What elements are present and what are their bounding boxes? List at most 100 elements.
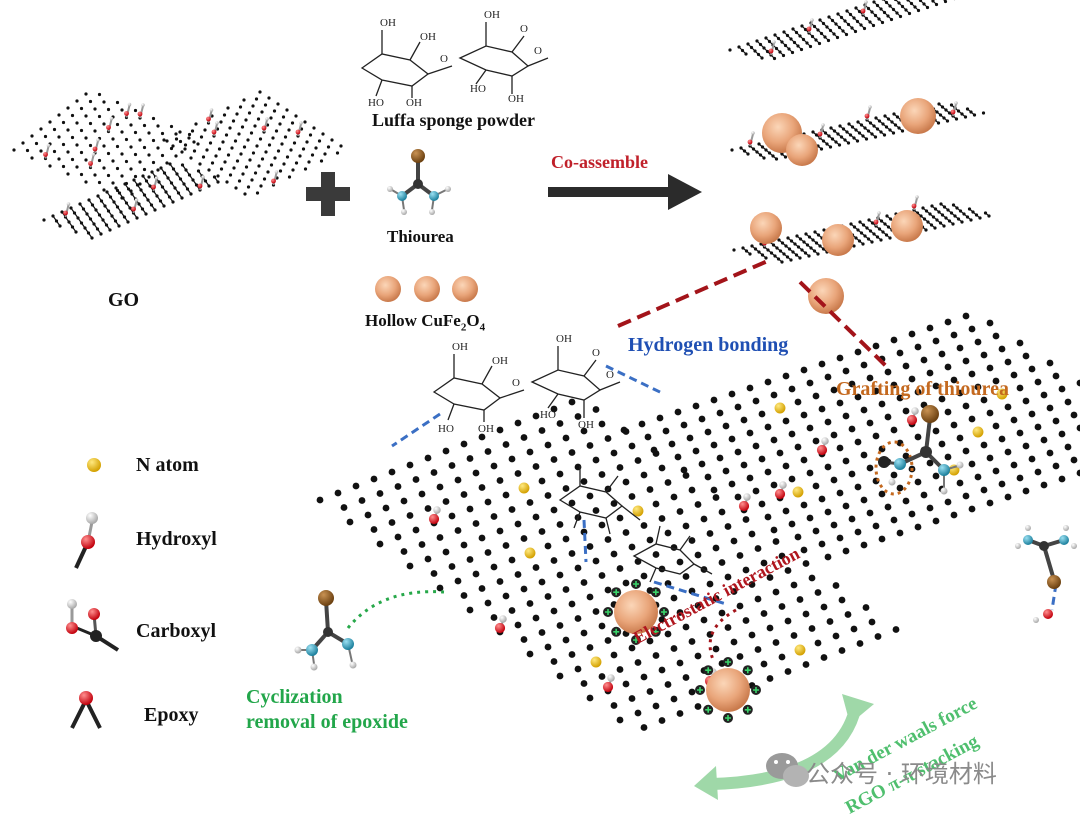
carbon-atom bbox=[951, 332, 958, 339]
carbon-atom bbox=[671, 696, 678, 703]
hydrogen-atom bbox=[864, 0, 868, 4]
carbon-atom bbox=[999, 436, 1006, 443]
carbon-atom bbox=[1077, 425, 1080, 432]
carbon-atom bbox=[795, 399, 802, 406]
carbon-atom bbox=[779, 654, 786, 661]
carbon-atom bbox=[717, 410, 724, 417]
carbon-atom bbox=[180, 150, 183, 153]
carbon-atom bbox=[111, 159, 114, 162]
watermark: 公众号 · 环境材料 bbox=[806, 754, 997, 789]
carbon-atom bbox=[969, 110, 972, 113]
carbon-atom bbox=[739, 146, 742, 149]
carbon-atom bbox=[815, 589, 822, 596]
carbon-atom bbox=[806, 243, 809, 246]
carbon-atom bbox=[232, 166, 235, 169]
carbon-atom bbox=[641, 674, 648, 681]
carbon-atom bbox=[539, 528, 546, 535]
carbon-atom bbox=[196, 142, 199, 145]
carbon-atom bbox=[671, 494, 678, 501]
carbon-atom bbox=[89, 100, 92, 103]
carbon-atom bbox=[134, 109, 137, 112]
oxygen-atom bbox=[124, 111, 129, 116]
carbon-atom bbox=[125, 160, 128, 163]
carbon-atom bbox=[798, 34, 801, 37]
carbon-atom bbox=[551, 507, 558, 514]
carbon-atom bbox=[833, 633, 840, 640]
carbon-atom bbox=[461, 491, 468, 498]
svg-text:OH: OH bbox=[452, 341, 468, 353]
carbon-atom bbox=[563, 536, 570, 543]
oxygen-atom bbox=[861, 9, 866, 14]
carbon-atom bbox=[850, 26, 853, 29]
carbon-atom bbox=[166, 176, 169, 179]
carbon-atom bbox=[147, 131, 150, 134]
carbon-atom bbox=[771, 482, 778, 489]
carbon-atom bbox=[437, 484, 444, 491]
carbon-atom bbox=[804, 232, 807, 235]
carbon-atom bbox=[181, 163, 184, 166]
carbon-atom bbox=[503, 441, 510, 448]
carbon-atom bbox=[909, 331, 916, 338]
carbon-atom bbox=[599, 572, 606, 579]
carbon-atom bbox=[827, 15, 830, 18]
carbon-atom bbox=[141, 207, 144, 210]
carbon-atom bbox=[134, 131, 137, 134]
oxygen-atom bbox=[151, 185, 156, 190]
carbon-atom bbox=[80, 151, 83, 154]
grafting-label: Grafting of thiourea bbox=[836, 378, 1009, 401]
carbon-atom bbox=[659, 717, 666, 724]
carbon-atom bbox=[226, 106, 229, 109]
carbon-atom bbox=[146, 198, 149, 201]
carbon-atom bbox=[84, 92, 87, 95]
carbon-atom bbox=[771, 154, 774, 157]
carbon-atom bbox=[827, 39, 830, 42]
carbon-atom bbox=[629, 544, 636, 551]
carbon-atom bbox=[945, 499, 952, 506]
carbon-atom bbox=[112, 200, 115, 203]
carbon-atom bbox=[921, 357, 928, 364]
carbon-atom bbox=[878, 119, 881, 122]
carbon-atom bbox=[744, 52, 747, 55]
carbon-atom bbox=[295, 161, 298, 164]
carbon-atom bbox=[689, 537, 696, 544]
legend-epoxy-label: Epoxy bbox=[144, 704, 198, 727]
carbon-atom bbox=[485, 448, 492, 455]
carbon-atom bbox=[71, 225, 74, 228]
carbon-atom bbox=[617, 515, 624, 522]
carbon-atom bbox=[102, 166, 105, 169]
carbon-atom bbox=[1071, 457, 1078, 464]
carbon-atom bbox=[485, 600, 492, 607]
carbon-atom bbox=[897, 350, 904, 357]
carbon-atom bbox=[807, 380, 814, 387]
carbon-atom bbox=[832, 32, 835, 35]
carbon-atom bbox=[960, 112, 963, 115]
hydrogen-atom bbox=[499, 615, 506, 622]
carbon-atom bbox=[819, 406, 826, 413]
hydrogen-atom bbox=[821, 123, 825, 127]
carbon-atom bbox=[286, 155, 289, 158]
carbon-atom bbox=[241, 172, 244, 175]
carbon-atom bbox=[563, 586, 570, 593]
carbon-atom bbox=[695, 703, 702, 710]
carbon-atom bbox=[182, 182, 185, 185]
carbon-atom bbox=[120, 174, 123, 177]
carbon-atom bbox=[671, 645, 678, 652]
carbon-atom bbox=[855, 529, 862, 536]
carbon-atom bbox=[102, 122, 105, 125]
carbon-atom bbox=[101, 218, 104, 221]
legend-hydroxyl-icon bbox=[76, 512, 98, 568]
carbon-atom bbox=[829, 29, 832, 32]
svg-text:HO: HO bbox=[470, 83, 486, 95]
carbon-atom bbox=[897, 530, 904, 537]
carbon-atom bbox=[377, 490, 384, 497]
carbon-atom bbox=[966, 107, 969, 110]
carbon-atom bbox=[888, 4, 891, 7]
carbon-atom bbox=[725, 624, 732, 631]
carbon-atom bbox=[845, 611, 852, 618]
carbon-atom bbox=[800, 24, 803, 27]
carbon-atom bbox=[665, 479, 672, 486]
carbon-atom bbox=[887, 225, 890, 228]
edge-thiourea-icon bbox=[1015, 525, 1077, 623]
carbon-atom bbox=[755, 39, 758, 42]
carbon-atom bbox=[557, 471, 564, 478]
